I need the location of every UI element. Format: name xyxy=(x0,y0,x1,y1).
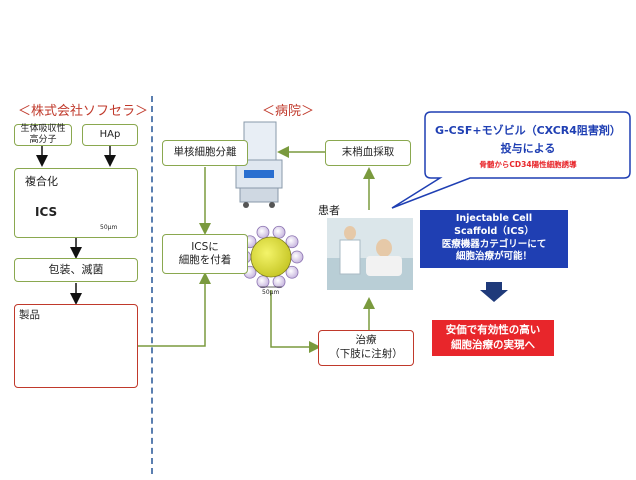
ics-info-panel: Injectable Cell Scaffold（ICS） 医療機器カテゴリーに… xyxy=(420,210,568,268)
callout-line1: G-CSF+モゾビル（CXCR4阻害剤） xyxy=(435,124,621,137)
material-polymer-box: 生体吸収性 高分子 xyxy=(14,124,72,146)
attached-cell xyxy=(290,250,304,264)
callout-text: G-CSF+モゾビル（CXCR4阻害剤） 投与による 骨髄からCD34陽性細胞誘… xyxy=(428,122,628,170)
composite-label: 複合化 xyxy=(25,175,58,188)
attached-cell xyxy=(285,265,299,279)
material-hap-box: HAp xyxy=(82,124,138,146)
attached-cell xyxy=(256,275,270,289)
callout-bubble xyxy=(391,111,631,209)
right-section-title: ＜病院＞ xyxy=(262,104,315,119)
ics-cell-attach-box: ICSに 細胞を付着 xyxy=(162,234,248,274)
goal-line2: 細胞治療の実現へ xyxy=(451,339,535,352)
callout-line3: 骨髄からCD34陽性細胞誘導 xyxy=(479,160,577,169)
left-flow-arrows xyxy=(36,146,116,305)
down-arrow-icon xyxy=(480,282,508,302)
attached-cell xyxy=(256,225,270,239)
scale-label-right: 50μm xyxy=(262,289,280,296)
left-section-title: ＜株式会社ソフセラ＞ xyxy=(18,104,149,119)
ics-info-line4: 細胞治療が可能！ xyxy=(455,251,532,263)
peripheral-blood-box: 末梢血採取 xyxy=(325,140,411,166)
goal-panel: 安価で有効性の高い 細胞治療の実現へ xyxy=(432,320,554,356)
composite-box: 複合化 ICS xyxy=(14,168,138,238)
goal-line1: 安価で有効性の高い xyxy=(445,324,541,336)
section-divider xyxy=(151,96,153,474)
ics-label: ICS xyxy=(35,205,58,219)
ics-info-line2: Scaffold（ICS） xyxy=(454,225,534,237)
patient-photo xyxy=(327,218,413,290)
product-label: 製品 xyxy=(19,309,40,321)
ics-info-line3: 医療機器カテゴリーにて xyxy=(441,238,547,250)
scale-label-left: 50μm xyxy=(100,224,118,231)
attached-cell xyxy=(285,235,299,249)
product-box: 製品 xyxy=(14,304,138,388)
ics-particle-with-cells xyxy=(238,225,304,289)
patient-label: 患者 xyxy=(318,204,340,217)
ics-info-line1: Injectable Cell xyxy=(455,213,533,224)
mononuclear-separation-box: 単核細胞分離 xyxy=(162,140,248,166)
attached-cell xyxy=(272,225,286,239)
treatment-box: 治療 （下肢に注射） xyxy=(318,330,414,366)
callout-line2: 投与による xyxy=(500,142,556,155)
attached-cell xyxy=(272,275,286,289)
right-flow-arrows xyxy=(137,146,375,353)
packaging-box: 包装、滅菌 xyxy=(14,258,138,282)
